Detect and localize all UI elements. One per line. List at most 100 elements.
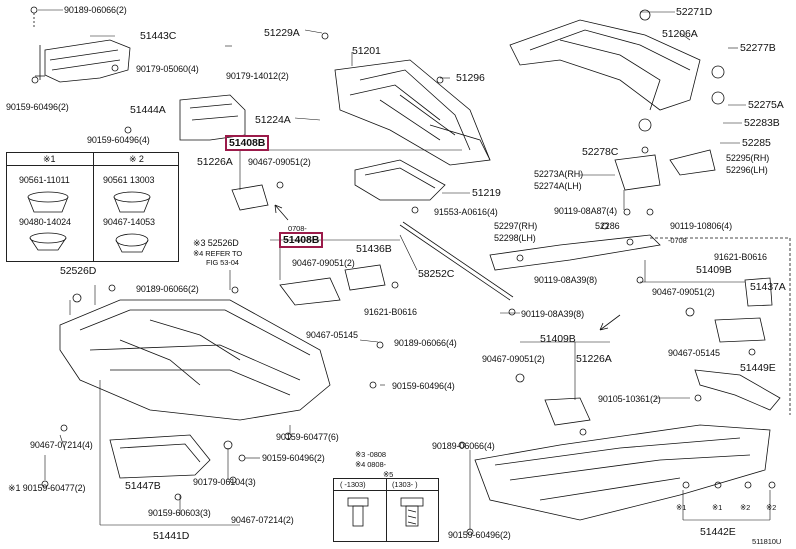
label-90159-60496-l: 90159-60496(2): [6, 102, 69, 112]
label-ast2-a: ※2: [740, 503, 751, 512]
arrow-upper: [274, 204, 289, 221]
label-90189-06066-4: 90189-06066(4): [394, 338, 457, 348]
label-52283b: 52283B: [744, 117, 780, 129]
label-90159-60603: 90159-60603(3): [148, 508, 211, 518]
label-90467-09051-b: 90467-09051(2): [292, 258, 355, 268]
label-90189-06066-top: 90189-06066(2): [64, 5, 127, 15]
rod-58252c: [399, 224, 511, 301]
legend-bolts: [347, 497, 424, 527]
label-58252c: 58252C: [418, 268, 455, 280]
legend-head-1: ※1: [43, 154, 56, 164]
fasteners: [31, 32, 776, 536]
label-90119-10806: 90119-10806(4): [670, 221, 732, 231]
region-frame-right: [650, 237, 791, 415]
label-51447b: 51447B: [125, 480, 161, 492]
label-0708: -0708: [668, 236, 687, 245]
label-90159-60477-2: ※1 90159-60477(2): [8, 483, 86, 493]
legend-washers: [27, 191, 151, 253]
label-52273a: 52273A(RH): [534, 169, 584, 179]
label-51444a: 51444A: [130, 104, 166, 116]
label-52271d: 52271D: [676, 6, 713, 18]
label-52277b: 52277B: [740, 42, 776, 54]
legend-head-2: ※ 2: [129, 154, 144, 164]
label-90119-08a87: 90119-08A87(4): [554, 206, 617, 216]
label-51449e: 51449E: [740, 362, 776, 374]
label-52285: 52285: [742, 137, 771, 149]
label-52286: 52286: [595, 221, 620, 231]
legend-part-1a: 90561-11011: [19, 175, 70, 185]
plate-51219: [354, 159, 446, 201]
label-52526d-note: ※3 52526D: [193, 238, 239, 248]
label-52297: 52297(RH): [494, 221, 538, 231]
arrow-lower: [599, 314, 621, 331]
label-52275a: 52275A: [748, 99, 784, 111]
label-52295: 52295(RH): [726, 153, 770, 163]
undercover-51441d: [59, 299, 331, 421]
label-91553-a0616: 91553-A0616(4): [434, 207, 498, 217]
subframe-51206a: [509, 9, 725, 132]
label-51442e: 51442E: [700, 526, 736, 538]
label-52278c: 52278C: [582, 146, 619, 158]
legend-bolt-head-2: (1303- ): [392, 480, 418, 489]
label-51436b: 51436B: [356, 243, 392, 255]
label-90189-06066-4b: 90189-06066(4): [432, 441, 495, 451]
legend-part-2b: 90467-14053: [103, 217, 155, 227]
label-91621-b0616-r: 91621-B0616: [714, 252, 767, 262]
label-90159-60496-2c: 90159-60496(2): [448, 530, 511, 540]
label-90467-09051-m: 90467-09051(2): [482, 354, 545, 364]
label-90159-60496-2b: 90159-60496(2): [262, 453, 325, 463]
label-51409b-r: 51409B: [696, 264, 732, 276]
bracket-51437a: [714, 277, 773, 343]
subframe-51201: [334, 59, 491, 166]
legend-panel-washers: ※1 ※ 2 90561-11011 90561 13003 90480-140…: [6, 152, 179, 262]
label-90467-09051-a: 90467-09051(2): [248, 157, 311, 167]
label-52526d: 52526D: [60, 265, 97, 277]
label-ast2-b: ※2: [766, 503, 777, 512]
bracket-51444a: [179, 94, 246, 141]
panel-51447b: [109, 434, 211, 479]
label-51219: 51219: [472, 187, 501, 199]
label-51443c: 51443C: [140, 30, 177, 42]
label-90159-60496-4: 90159-60496(4): [87, 135, 150, 145]
strip-51449e: [694, 369, 781, 411]
bracket-51226a-upper: [231, 184, 269, 211]
leader-lines: [38, 9, 771, 530]
label-51206a: 51206A: [662, 28, 698, 40]
label-91621-b0616-m: 91621-B0616: [364, 307, 417, 317]
label-refer-to: ※4 REFER TO: [193, 249, 243, 258]
note-0808-b: ※4 0808-: [355, 460, 386, 469]
label-90179-05060: 90179-05060(4): [136, 64, 199, 74]
bracket-51436b: [279, 264, 386, 306]
heat-shield-51443c: [30, 6, 131, 83]
label-90467-07214-4: 90467-07214(4): [30, 440, 93, 450]
label-51409b-m: 51409B: [540, 333, 576, 345]
label-90159-60496-4b: 90159-60496(4): [392, 381, 455, 391]
legend-panel-bolts: ( -1303) (1303- ): [333, 478, 439, 542]
legend-part-2a: 90561 13003: [103, 175, 155, 185]
label-51437a: 51437A: [750, 281, 786, 293]
label-refer-fig: FIG 53-04: [206, 258, 239, 267]
label-90179-14012: 90179-14012(2): [226, 71, 289, 81]
label-90467-09051-r: 90467-09051(2): [652, 287, 715, 297]
label-51201: 51201: [352, 45, 381, 57]
label-51226a-m: 51226A: [576, 353, 612, 365]
label-52296: 52296(LH): [726, 165, 768, 175]
label-51408b-lower: 51408B: [279, 232, 324, 248]
undercover-51442e: [474, 424, 771, 521]
label-90119-08a39-b: 90119-08A39(8): [521, 309, 584, 319]
label-ast1-b: ※1: [712, 503, 723, 512]
diagram-code: 511810U: [752, 537, 782, 546]
label-52298: 52298(LH): [494, 233, 536, 243]
legend-part-1b: 90480-14024: [19, 217, 71, 227]
label-51441d: 51441D: [153, 530, 190, 542]
label-90179-06104: 90179-06104(3): [193, 477, 256, 487]
label-52274a: 52274A(LH): [534, 181, 582, 191]
label-90467-05145-m: 90467-05145: [306, 330, 358, 340]
label-ast1-a: ※1: [676, 503, 687, 512]
note-0808-a: ※3 -0808: [355, 450, 386, 459]
label-90119-08a39-a: 90119-08A39(8): [534, 275, 597, 285]
label-90467-07214-2: 90467-07214(2): [231, 515, 294, 525]
label-51408b-upper: 51408B: [225, 135, 270, 151]
